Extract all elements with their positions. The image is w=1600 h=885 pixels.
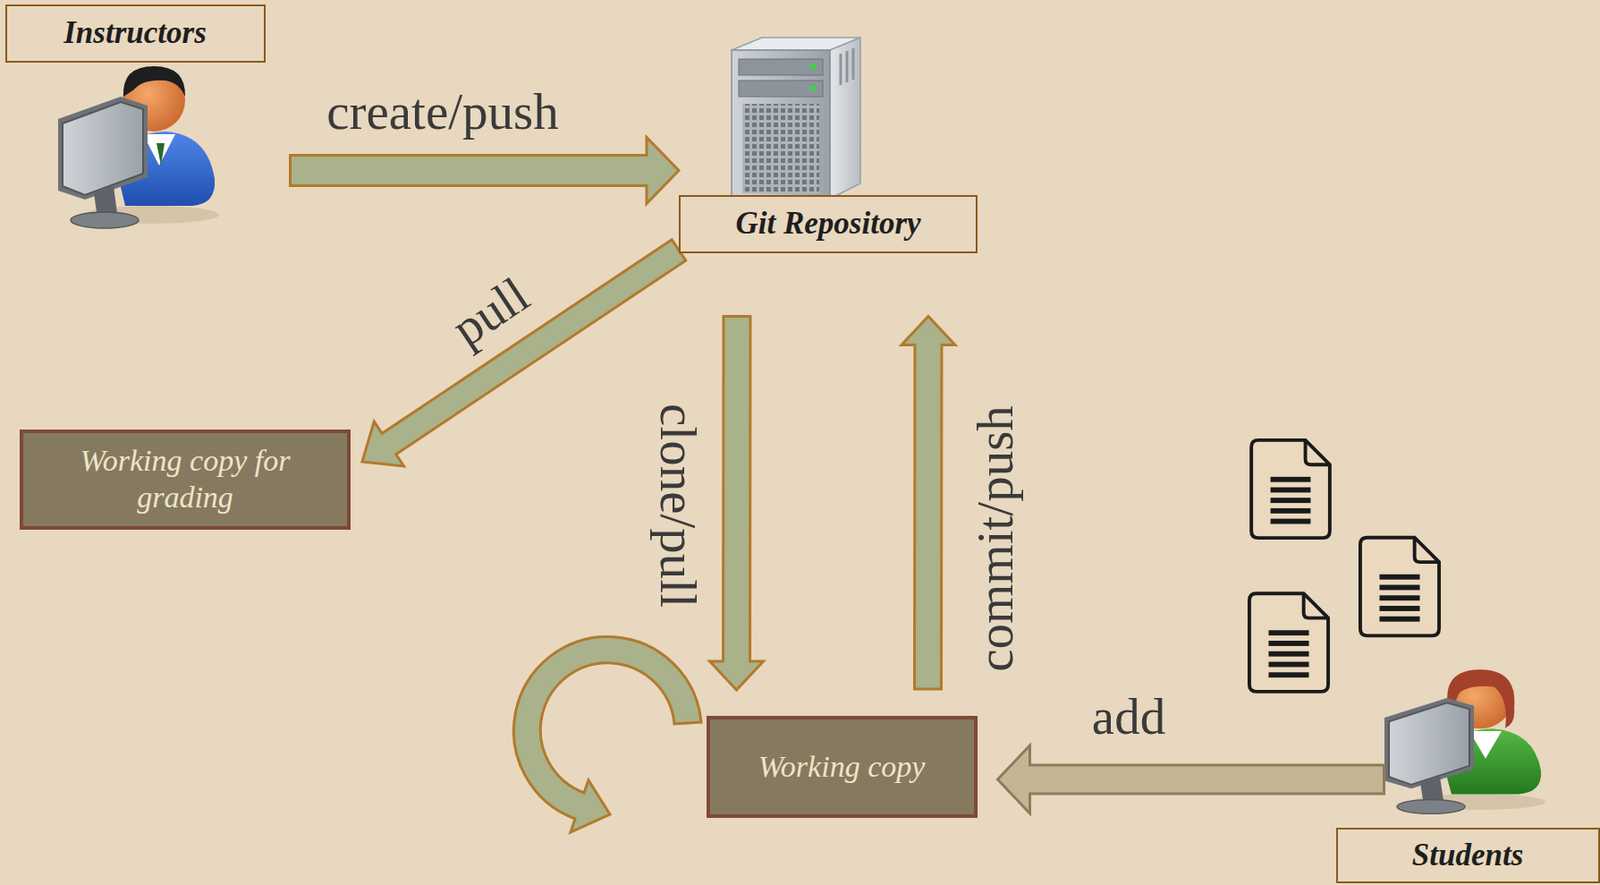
working-copy-box: Working copy — [706, 715, 978, 818]
edge-label: create/push — [326, 85, 559, 137]
working-copy-box: Working copy for grading — [19, 429, 351, 530]
edge-label: commit/push — [969, 405, 1021, 672]
flow-arrow — [901, 316, 956, 690]
document-icons — [1249, 440, 1440, 692]
working-copy-label: Working copy — [758, 748, 926, 786]
flow-arrow — [998, 744, 1385, 813]
student-icon — [1384, 668, 1546, 813]
instructor-icon — [58, 66, 220, 229]
loop-arrow — [513, 636, 702, 832]
role-label: Students — [1412, 837, 1524, 873]
role-tag: Students — [1336, 827, 1600, 883]
repository-label: Git Repository — [735, 205, 921, 242]
flow-arrow — [362, 239, 686, 466]
edge-label: pull — [442, 268, 537, 356]
flow-arrow — [710, 315, 764, 690]
edge-label: add — [1092, 690, 1166, 742]
flow-arrow — [290, 137, 680, 204]
role-label: Instructors — [63, 15, 207, 51]
working-copy-label: Working copy for grading — [48, 442, 322, 517]
edge-label: clone/pull — [652, 403, 704, 608]
role-tag: Instructors — [5, 4, 266, 63]
server-icon — [731, 37, 861, 199]
repository-box: Git Repository — [678, 194, 978, 254]
